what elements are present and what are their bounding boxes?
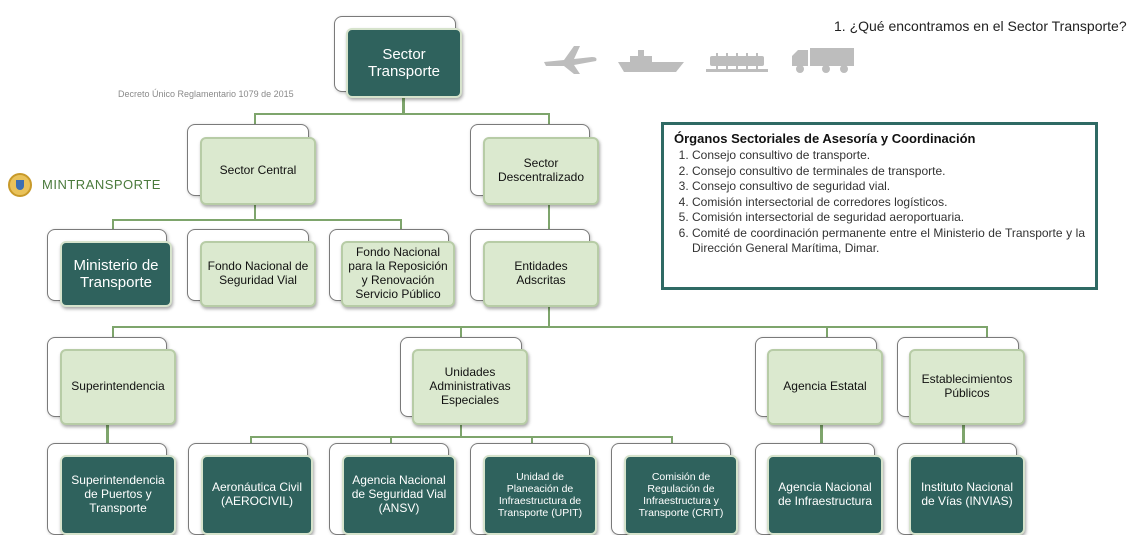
connector	[112, 219, 402, 221]
connector	[254, 205, 256, 220]
connector	[106, 425, 109, 455]
node-entidades-adscritas: Entidades Adscritas	[483, 241, 599, 307]
organos-list: Consejo consultivo de transporte. Consej…	[674, 148, 1085, 257]
organos-box: Órganos Sectoriales de Asesoría y Coordi…	[661, 122, 1098, 290]
truck-icon	[792, 48, 854, 73]
connector	[548, 305, 550, 327]
organos-title: Órganos Sectoriales de Asesoría y Coordi…	[674, 131, 976, 146]
decree-text: Decreto Único Reglamentario 1079 de 2015	[118, 89, 294, 99]
ship-icon	[618, 50, 684, 72]
node-agencia-estatal: Agencia Estatal	[767, 349, 883, 425]
logo-text: MINTRANSPORTE	[42, 177, 161, 192]
organos-item: Consejo consultivo de seguridad vial.	[692, 179, 1085, 195]
node-unidades-administrativas: Unidades Administrativas Especiales	[412, 349, 528, 425]
organos-item: Comisión intersectorial de seguridad aer…	[692, 210, 1085, 226]
organos-item: Comité de coordinación permanente entre …	[692, 226, 1085, 257]
node-ansv: Agencia Nacional de Seguridad Vial (ANSV…	[342, 455, 456, 535]
airplane-icon	[544, 46, 597, 74]
connector	[402, 98, 405, 114]
connector	[820, 425, 823, 455]
section-question: 1. ¿Qué encontramos en el Sector Transpo…	[834, 18, 1127, 34]
node-aerocivil: Aeronáutica Civil (AEROCIVIL)	[201, 455, 313, 535]
node-ministerio-transporte: Ministerio de Transporte	[60, 241, 172, 307]
connector	[460, 425, 462, 437]
connector	[254, 113, 550, 115]
node-sector-central: Sector Central	[200, 137, 316, 205]
train-icon	[706, 53, 768, 72]
node-crit: Comisión de Regulación de Infraestructur…	[624, 455, 738, 535]
connector	[112, 326, 987, 328]
node-invias: Instituto Nacional de Vías (INVIAS)	[909, 455, 1025, 535]
node-sector-descentralizado: Sector Descentralizado	[483, 137, 599, 205]
node-superintendencia: Superintendencia	[60, 349, 176, 425]
node-sector-transporte: Sector Transporte	[346, 28, 462, 98]
organos-item: Consejo consultivo de terminales de tran…	[692, 164, 1085, 180]
organos-item: Comisión intersectorial de corredores lo…	[692, 195, 1085, 211]
node-fondo-reposicion: Fondo Nacional para la Reposición y Reno…	[341, 241, 455, 307]
node-upit: Unidad de Planeación de Infraestructura …	[483, 455, 597, 535]
node-establecimientos-publicos: Establecimientos Públicos	[909, 349, 1025, 425]
connector	[548, 205, 550, 240]
connector	[250, 436, 672, 438]
organos-item: Consejo consultivo de transporte.	[692, 148, 1085, 164]
coat-of-arms-icon	[8, 173, 32, 197]
node-supertransporte: Superintendencia de Puertos y Transporte	[60, 455, 176, 535]
mintransporte-logo: MINTRANSPORTE	[8, 173, 178, 199]
node-ani: Agencia Nacional de Infraestructura	[767, 455, 883, 535]
node-fondo-seguridad-vial: Fondo Nacional de Seguridad Vial	[200, 241, 316, 307]
connector	[962, 425, 965, 455]
